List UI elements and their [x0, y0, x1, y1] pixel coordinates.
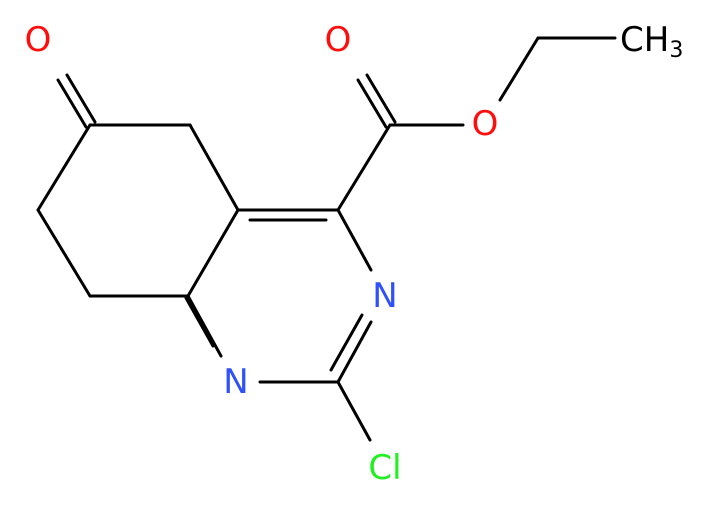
- bond-n3-c2: [336, 320, 373, 384]
- atom-label-carbonyl-oxygen: O: [325, 20, 352, 60]
- bond-c4-ester-c: [336, 123, 392, 212]
- atom-label-ketone-oxygen: O: [25, 20, 52, 60]
- bond-c8a-c4a: [186, 208, 240, 298]
- atom-label-chlorine: Cl: [368, 448, 401, 488]
- atom-label-nitrogen-1: N: [223, 362, 248, 402]
- atom-label-methyl-main: CH: [620, 20, 669, 60]
- bond-o-ch2: [498, 36, 540, 102]
- bond-c5-c4a: [188, 123, 240, 212]
- bond-c2-cl: [336, 380, 372, 442]
- atom-label-ester-oxygen: O: [472, 104, 499, 144]
- bond-c6-c7: [36, 123, 92, 212]
- bond-ketone-double-a: [56, 78, 88, 129]
- bond-n3-c2-inner: [329, 313, 364, 372]
- bond-c4-n3: [336, 208, 373, 272]
- atom-label-nitrogen-3: N: [372, 276, 397, 316]
- atom-label-methyl-subscript: 3: [669, 38, 683, 63]
- bond-c7-c8: [36, 208, 92, 298]
- bond-n1-c8a-inner: [184, 296, 215, 348]
- bond-n1-c8a: [186, 294, 223, 358]
- bond-ester-carbonyl-b: [365, 73, 397, 124]
- bond-ketone-double-b: [65, 73, 97, 124]
- bond-ester-carbonyl-a: [356, 78, 388, 129]
- atom-label-methyl: CH3: [620, 20, 683, 63]
